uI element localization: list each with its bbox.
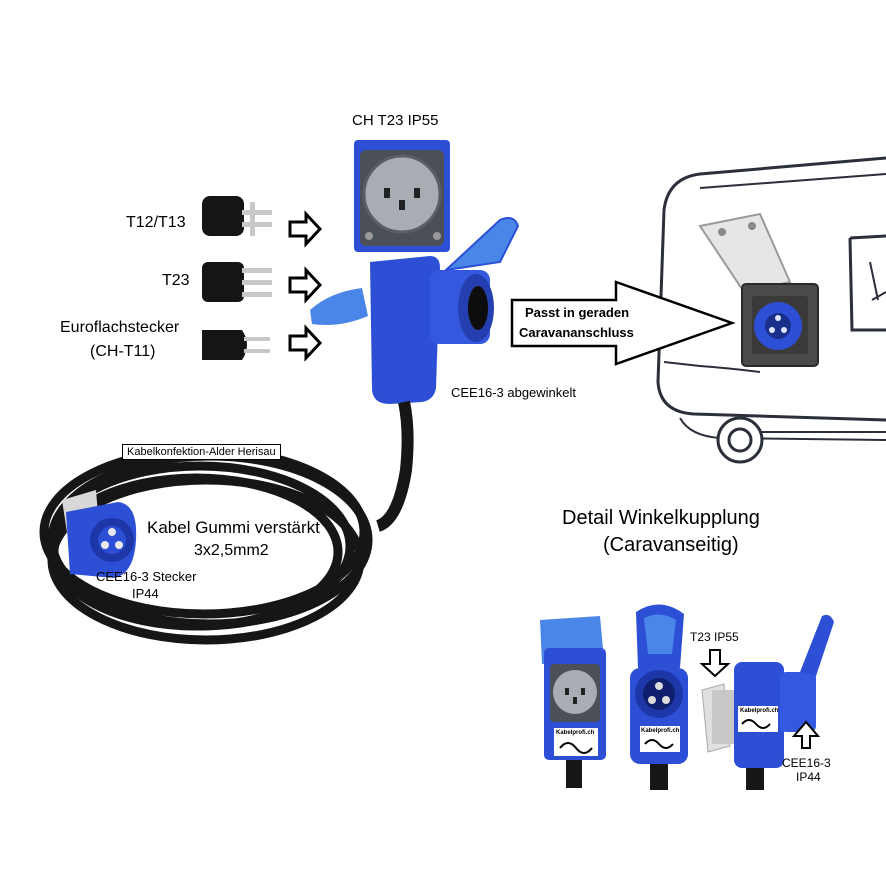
label-ch-t11: (CH-T11)	[90, 343, 156, 360]
arrow-label-line-1: Passt in geraden	[525, 305, 630, 320]
arrow-right-icon	[288, 210, 323, 362]
sticker-label: Kabelprofi.ch	[740, 708, 779, 714]
detail-cee-front	[630, 604, 688, 790]
label-detail-line-1: Detail Winkelkupplung	[562, 507, 760, 529]
label-kabel-line-1: Kabel Gummi verstärkt	[147, 518, 320, 537]
label-t23: T23	[162, 272, 190, 289]
cable-coil-inner	[87, 491, 323, 599]
label-detail-line-2: (Caravanseitig)	[603, 534, 739, 556]
label-kabel-line-2: 3x2,5mm2	[194, 542, 269, 559]
sticker-label: Kabelprofi.ch	[556, 730, 595, 736]
label-euroflachstecker: Euroflachstecker	[60, 319, 180, 336]
label-cee-stecker-line-1: CEE16-3 Stecker	[96, 569, 197, 584]
arrow-label-line-2: Caravananschluss	[519, 325, 634, 340]
arrow-down-icon	[699, 649, 731, 678]
cee-angled-coupling	[310, 217, 520, 532]
label-detail-cee-line-1: CEE16-3	[782, 756, 831, 770]
plug-icon	[202, 196, 272, 360]
caravan-icon	[656, 156, 886, 464]
label-detail-t23: T23 IP55	[690, 630, 739, 644]
label-cee-abgewinkelt: CEE16-3 abgewinkelt	[451, 385, 577, 400]
sticker-label: Kabelprofi.ch	[641, 728, 680, 734]
arrow-up-icon	[791, 720, 821, 749]
label-detail-cee-line-2: IP44	[796, 770, 821, 784]
label-ch-t23-ip55: CH T23 IP55	[352, 112, 439, 129]
caravan-inlet	[698, 212, 819, 367]
label-cee-stecker-line-2: IP44	[132, 586, 159, 601]
detail-angled-side	[701, 614, 834, 790]
detail-socket-front	[540, 616, 606, 788]
label-t12-t13: T12/T13	[126, 214, 186, 231]
arrow-right-icon	[510, 280, 736, 366]
label-kabelkonfektion: Kabelkonfektion-Alder Herisau	[122, 444, 281, 460]
cee-plug-icon	[62, 490, 137, 578]
socket-icon	[354, 140, 450, 252]
